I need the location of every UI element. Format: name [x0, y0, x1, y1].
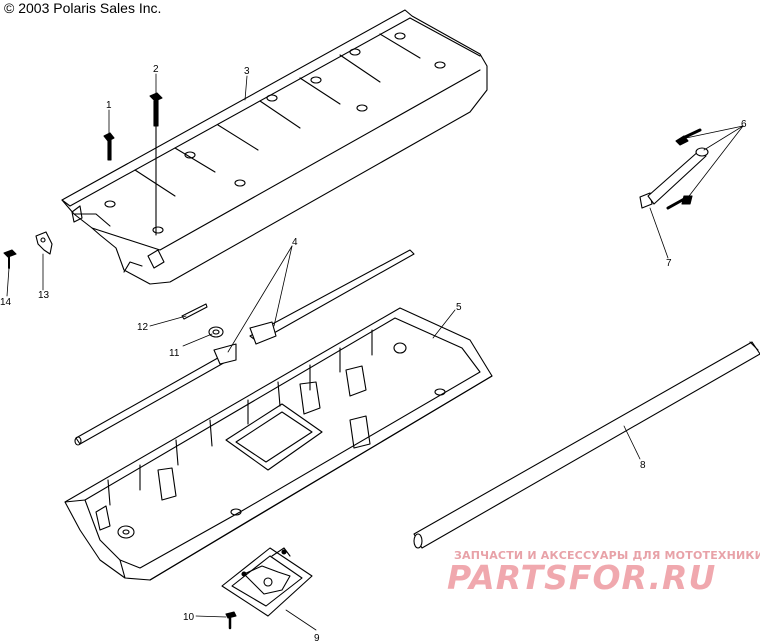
screw-part-2: [149, 92, 163, 236]
screw-part-1: [103, 132, 115, 161]
rod-part-4: [74, 249, 415, 446]
lower-tray-part: [64, 307, 493, 581]
watermark-tagline: ЗАПЧАСТИ И АКСЕССУАРЫ ДЛЯ МОТОТЕХНИКИ: [454, 549, 760, 562]
callout-5: 5: [456, 302, 462, 313]
callout-14: 14: [0, 297, 12, 308]
callout-11: 11: [169, 348, 180, 359]
watermark-logo: PARTSFOR.RU: [447, 558, 717, 597]
callout-3: 3: [244, 66, 250, 77]
latch-plate-part: [221, 547, 313, 617]
screw-part-14: [3, 249, 17, 269]
tube-part-8: [413, 341, 760, 549]
bolt-part-6: [639, 128, 709, 210]
clip-part-13: [35, 231, 53, 255]
callout-10: 10: [183, 612, 195, 623]
callout-7: 7: [666, 258, 672, 269]
callout-1: 1: [106, 100, 112, 111]
callout-13: 13: [38, 290, 50, 301]
callout-6: 6: [741, 119, 747, 130]
pin-part-12: [181, 303, 208, 320]
upper-cover-part: [61, 9, 488, 285]
screw-part-10: [225, 611, 237, 630]
callout-8: 8: [640, 460, 646, 471]
washer-part-11: [208, 326, 224, 338]
callout-9: 9: [314, 633, 320, 643]
callout-2: 2: [153, 64, 159, 75]
callout-12: 12: [137, 322, 149, 333]
leader-lines: [6, 73, 744, 631]
copyright-notice: © 2003 Polaris Sales Inc.: [4, 0, 162, 16]
callout-4: 4: [292, 237, 298, 248]
